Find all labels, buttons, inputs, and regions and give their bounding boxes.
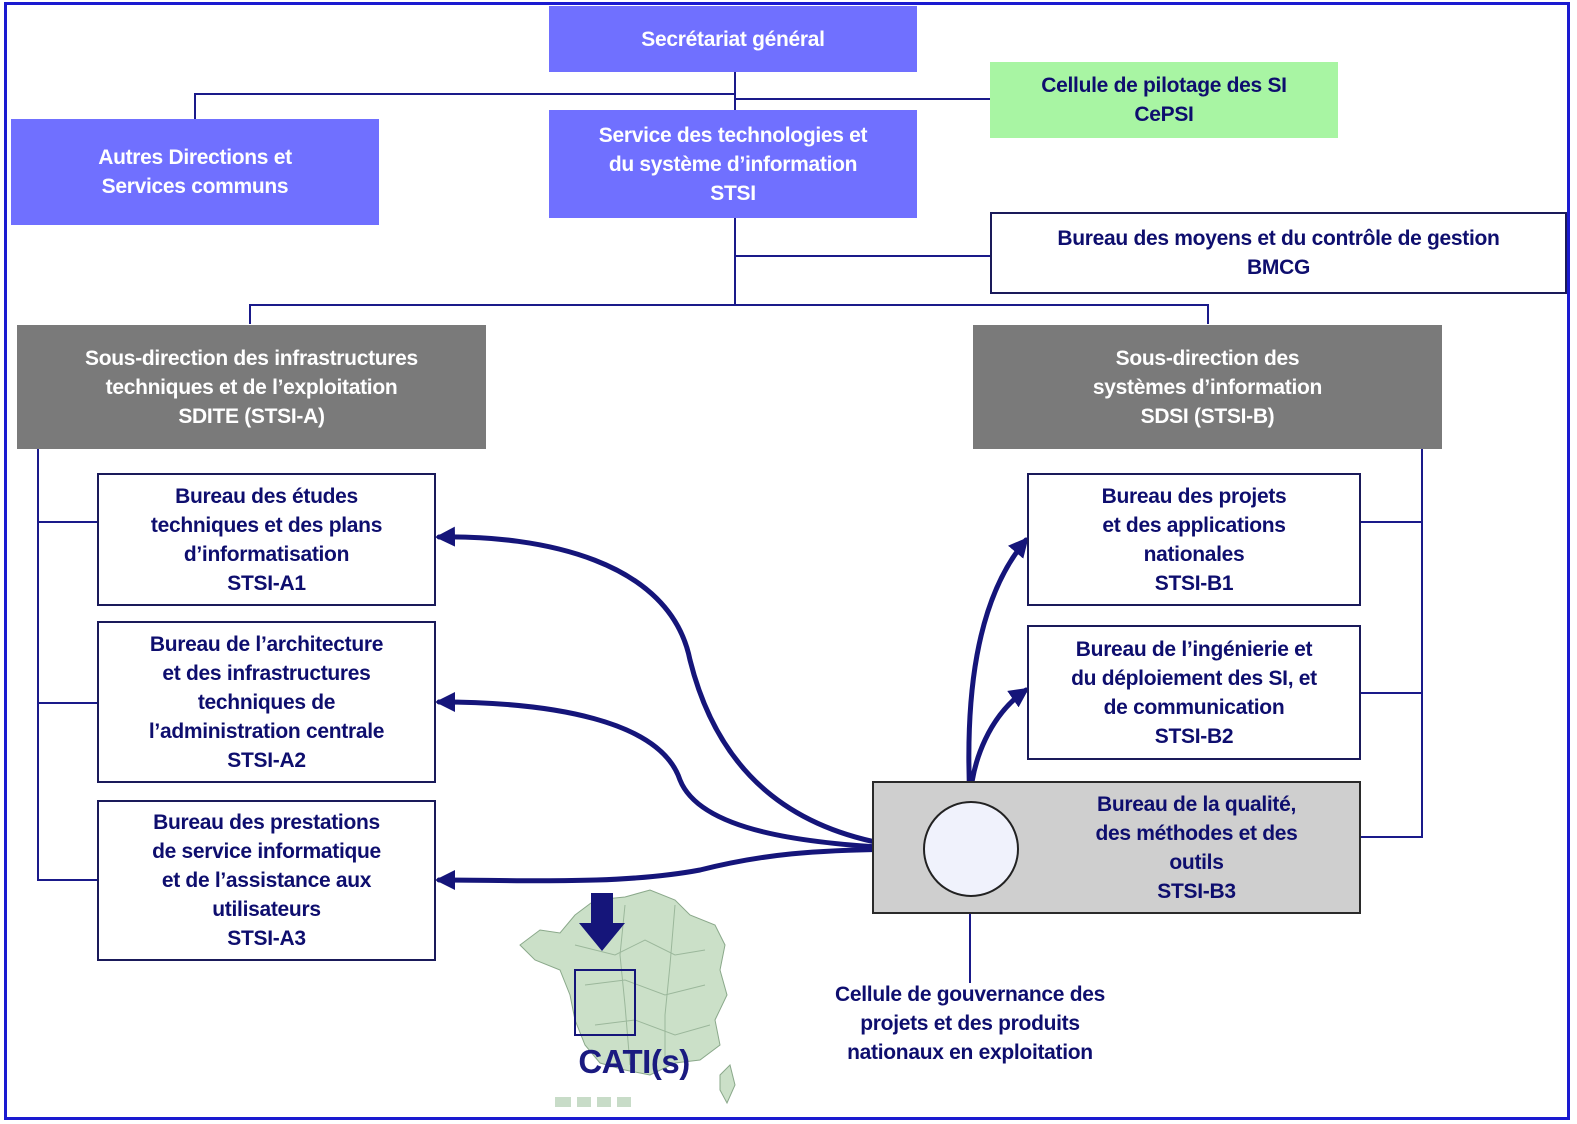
arrow-to-b1 bbox=[966, 536, 1029, 804]
sdite-line-1: Sous-direction des infrastructures bbox=[85, 346, 418, 370]
sdite-line-2: techniques et de l’exploitation bbox=[105, 375, 398, 399]
a3-line: et de l’assistance aux bbox=[161, 869, 372, 892]
a2-line: l’administration centrale bbox=[148, 719, 385, 743]
b2-line: Bureau de l’ingénierie et bbox=[1075, 637, 1313, 661]
gouvernance-hub-circle bbox=[923, 801, 1019, 897]
b1-line: nationales bbox=[1143, 542, 1245, 566]
autres-line-2: Services communs bbox=[101, 175, 289, 198]
sdite-line-3: SDITE (STSI-A) bbox=[178, 404, 325, 428]
b2-line: de communication bbox=[1103, 695, 1285, 719]
b3-code: STSI-B3 bbox=[1157, 879, 1236, 903]
a1-line: d’informatisation bbox=[183, 542, 350, 566]
stsi-line-2: du système d’information bbox=[608, 152, 858, 176]
stsi-line-1: Service des technologies et bbox=[598, 123, 868, 147]
a3-line: Bureau des prestations bbox=[153, 811, 380, 834]
b3-line: outils bbox=[1169, 850, 1224, 874]
gouvernance-line: Cellule de gouvernance des bbox=[835, 983, 1105, 1006]
bmcg-box: Bureau des moyens et du contrôle de gest… bbox=[990, 212, 1567, 294]
diagram-frame bbox=[4, 2, 1570, 1120]
connector-sub-directions bbox=[249, 304, 1209, 324]
b1-line: Bureau des projets bbox=[1101, 484, 1287, 508]
gouvernance-label: Cellule de gouvernance des projets et de… bbox=[790, 980, 1150, 1067]
arrow-to-a1 bbox=[435, 526, 925, 852]
a2-line: et des infrastructures bbox=[162, 661, 371, 685]
sdsi-line-1: Sous-direction des bbox=[1115, 346, 1300, 370]
b3-line: des méthodes et des bbox=[1095, 821, 1298, 845]
arrow-to-a3 bbox=[435, 846, 925, 891]
a1-code: STSI-A1 bbox=[227, 571, 306, 595]
stsi-line-3: STSI bbox=[710, 181, 756, 205]
cepsi-line-1: Cellule de pilotage des SI bbox=[1041, 74, 1287, 97]
a1-line: Bureau des études bbox=[175, 484, 358, 508]
b1-code: STSI-B1 bbox=[1154, 571, 1234, 595]
arrow-to-a2 bbox=[435, 692, 925, 852]
sdite-box: Sous-direction des infrastructures techn… bbox=[17, 325, 486, 449]
sdsi-line-3: SDSI (STSI-B) bbox=[1140, 404, 1275, 428]
b2-line: du déploiement des SI, et bbox=[1071, 666, 1317, 690]
stsi-b1-box: Bureau des projets et des applications n… bbox=[1027, 473, 1361, 606]
a3-code: STSI-A3 bbox=[227, 927, 306, 950]
autres-line-1: Autres Directions et bbox=[98, 146, 292, 169]
france-map-icon bbox=[519, 889, 736, 1107]
autres-directions-box: Autres Directions et Services communs bbox=[11, 119, 379, 225]
bmcg-line-1: Bureau des moyens et du contrôle de gest… bbox=[1057, 227, 1500, 250]
sdsi-line-2: systèmes d’information bbox=[1092, 375, 1323, 399]
a2-code: STSI-A2 bbox=[227, 748, 306, 772]
gouvernance-line: projets et des produits bbox=[860, 1012, 1080, 1035]
a2-line: Bureau de l’architecture bbox=[149, 632, 384, 656]
a3-line: utilisateurs bbox=[212, 898, 321, 921]
connector-autres bbox=[194, 93, 735, 119]
cati-label: CATI(s) bbox=[578, 1043, 690, 1080]
connector-sdite-bureaus bbox=[37, 449, 97, 881]
a1-line: techniques et des plans bbox=[150, 513, 383, 537]
a3-line: de service informatique bbox=[152, 840, 381, 863]
secretariat-general-box: Secrétariat général bbox=[549, 6, 917, 72]
cepsi-box: Cellule de pilotage des SI CePSI bbox=[990, 62, 1338, 138]
a2-line: techniques de bbox=[197, 690, 336, 714]
bmcg-line-2: BMCG bbox=[1247, 256, 1310, 279]
b2-code: STSI-B2 bbox=[1154, 724, 1234, 748]
connector-sdsi-bureaus bbox=[1361, 449, 1423, 838]
stsi-b2-box: Bureau de l’ingénierie et du déploiement… bbox=[1027, 625, 1361, 760]
stsi-a1-box: Bureau des études techniques et des plan… bbox=[97, 473, 436, 606]
stsi-box: Service des technologies et du système d… bbox=[549, 110, 917, 218]
cepsi-line-2: CePSI bbox=[1134, 103, 1194, 126]
stsi-a2-box: Bureau de l’architecture et des infrastr… bbox=[97, 621, 436, 783]
sdsi-box: Sous-direction des systèmes d’informatio… bbox=[973, 325, 1442, 449]
secretariat-general-label: Secrétariat général bbox=[641, 27, 825, 51]
b3-line: Bureau de la qualité, bbox=[1096, 792, 1297, 816]
b1-line: et des applications bbox=[1102, 513, 1286, 537]
gouvernance-line: nationaux en exploitation bbox=[847, 1041, 1093, 1064]
stsi-a3-box: Bureau des prestations de service inform… bbox=[97, 800, 436, 961]
